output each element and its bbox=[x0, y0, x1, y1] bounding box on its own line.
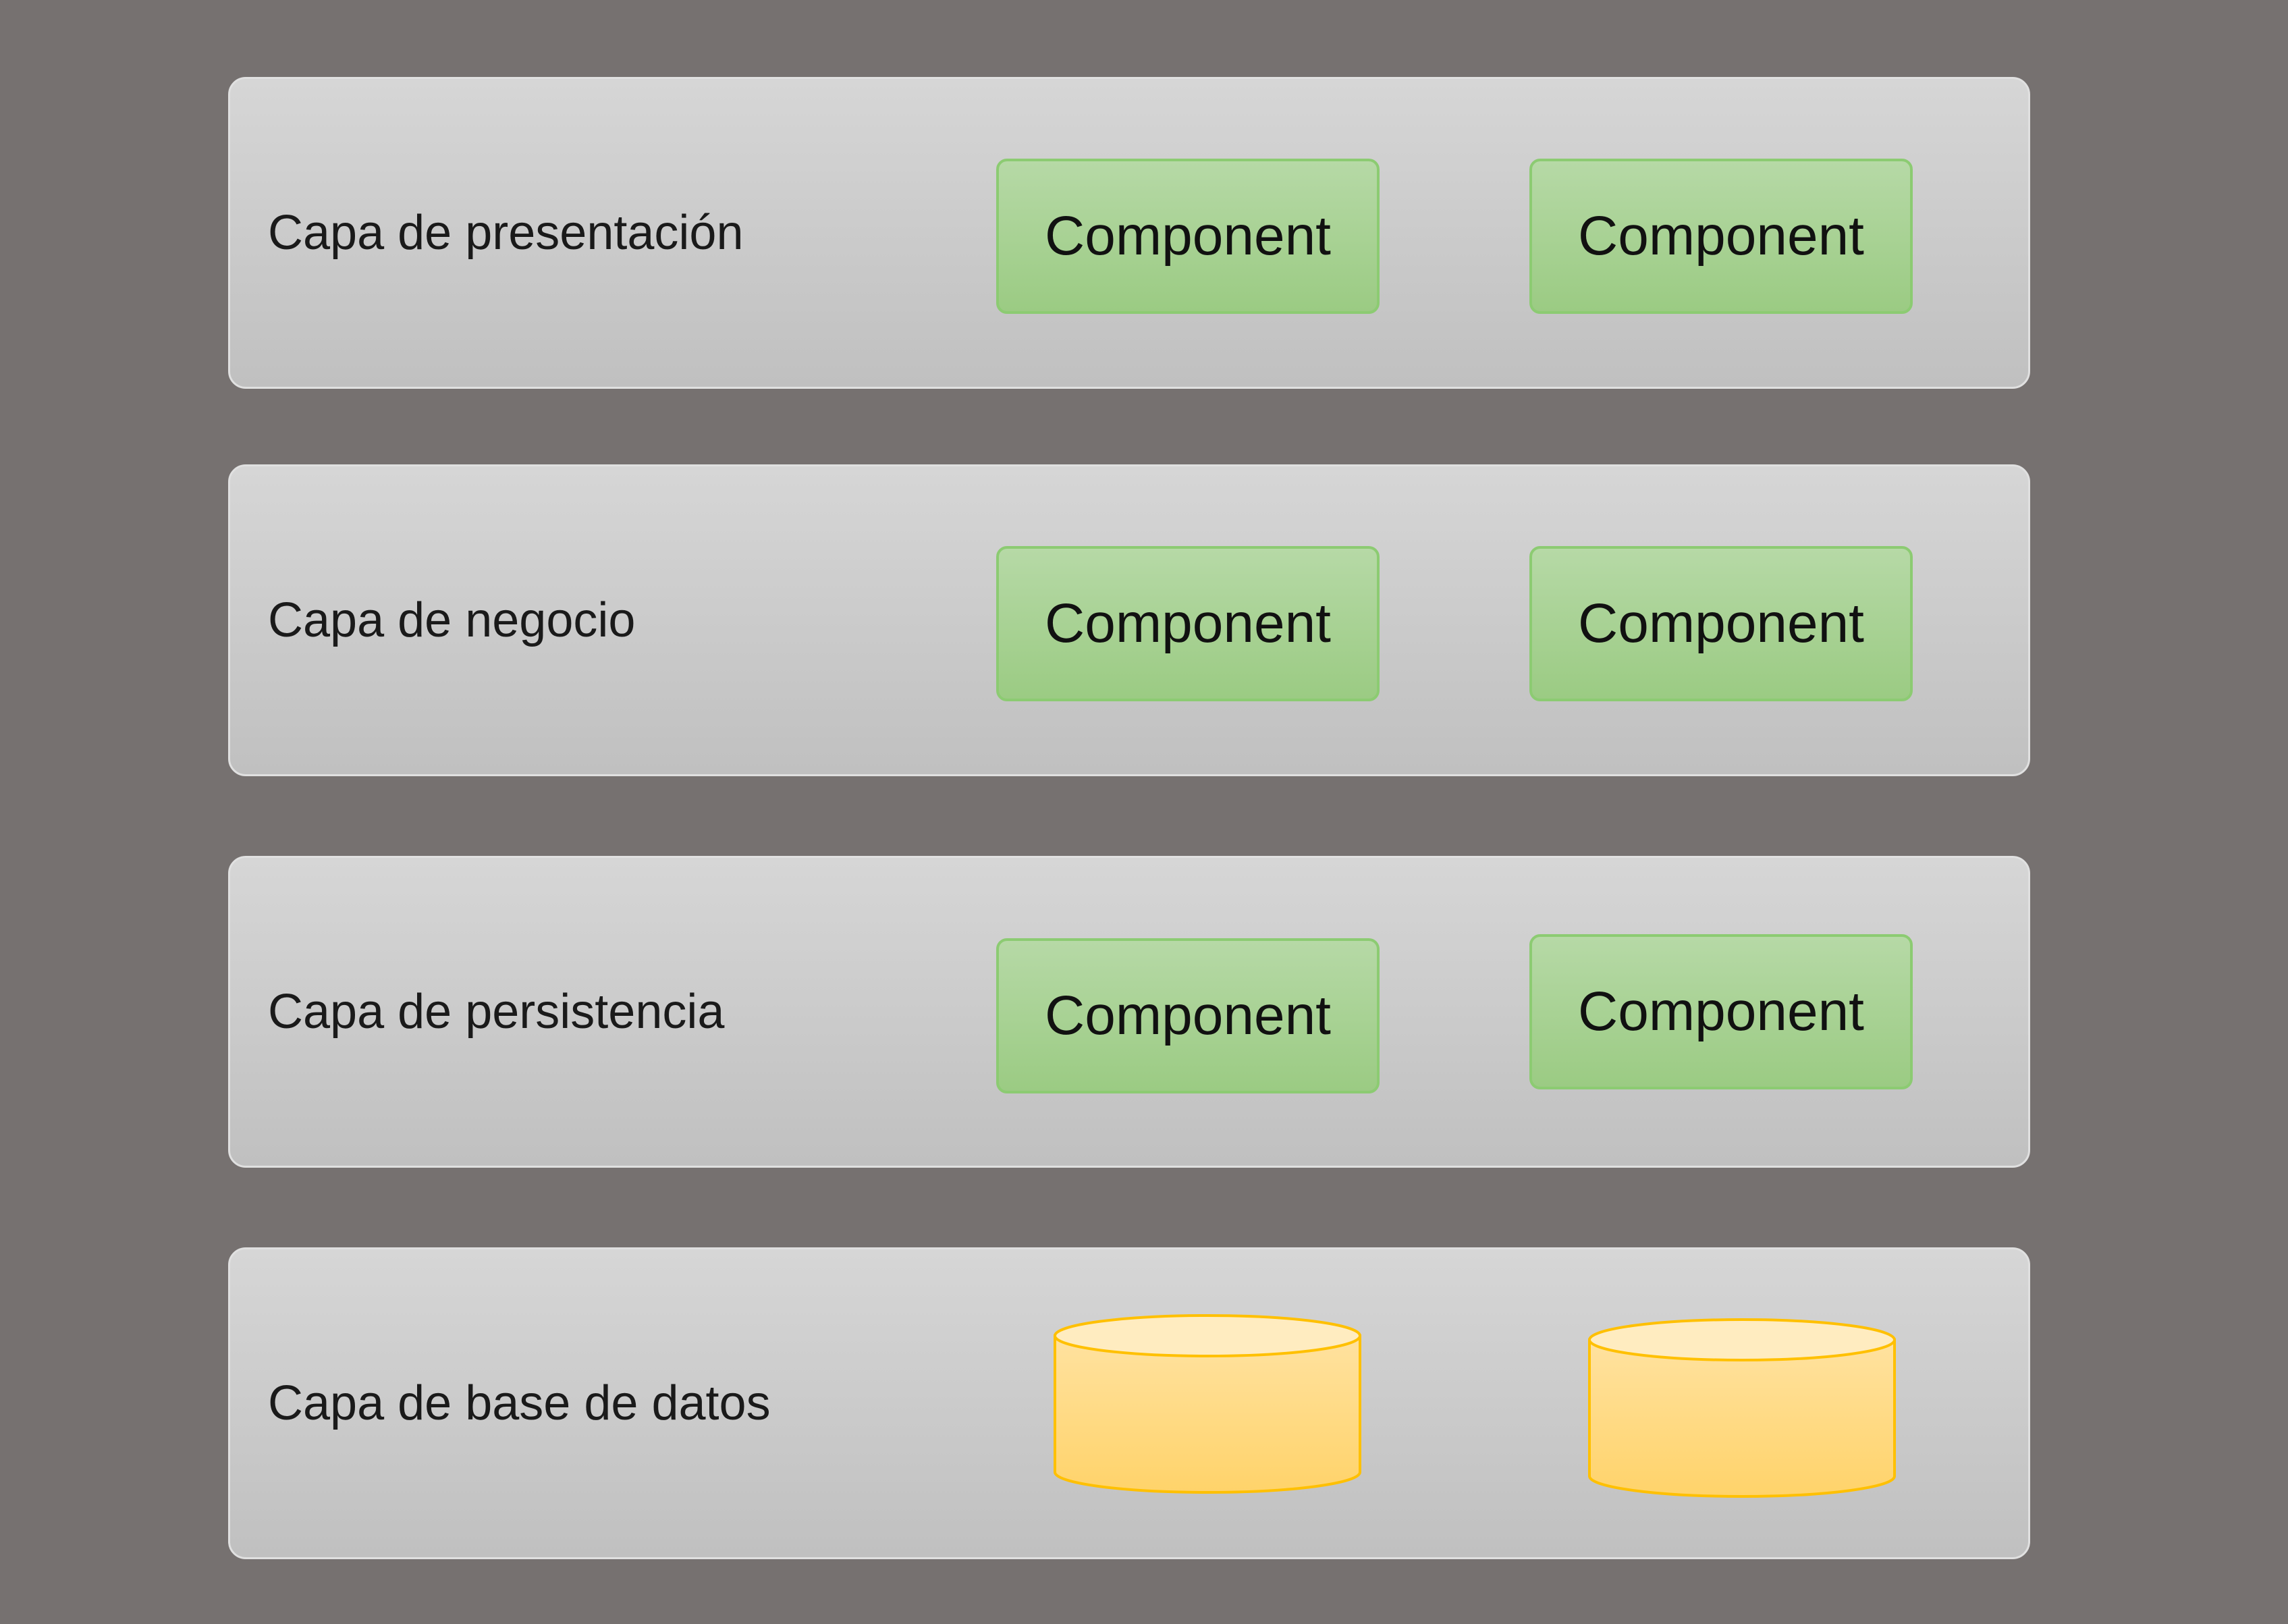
layer-label: Capa de base de datos bbox=[268, 1376, 771, 1430]
database-cylinder-icon bbox=[1587, 1317, 1897, 1499]
layer-persistence: Capa de persistencia Component Component bbox=[228, 856, 2030, 1168]
layer-database: Capa de base de datos bbox=[228, 1247, 2030, 1559]
component-box: Component bbox=[996, 938, 1380, 1093]
component-box: Component bbox=[996, 159, 1380, 314]
layer-label: Capa de persistencia bbox=[268, 985, 725, 1039]
layer-business: Capa de negocio Component Component bbox=[228, 464, 2030, 776]
layer-label: Capa de negocio bbox=[268, 593, 636, 647]
component-box: Component bbox=[1529, 546, 1913, 701]
component-box: Component bbox=[996, 546, 1380, 701]
layer-label: Capa de presentación bbox=[268, 206, 744, 260]
component-box: Component bbox=[1529, 934, 1913, 1089]
component-box: Component bbox=[1529, 159, 1913, 314]
layer-presentation: Capa de presentación Component Component bbox=[228, 77, 2030, 389]
database-cylinder-icon bbox=[1052, 1313, 1363, 1495]
